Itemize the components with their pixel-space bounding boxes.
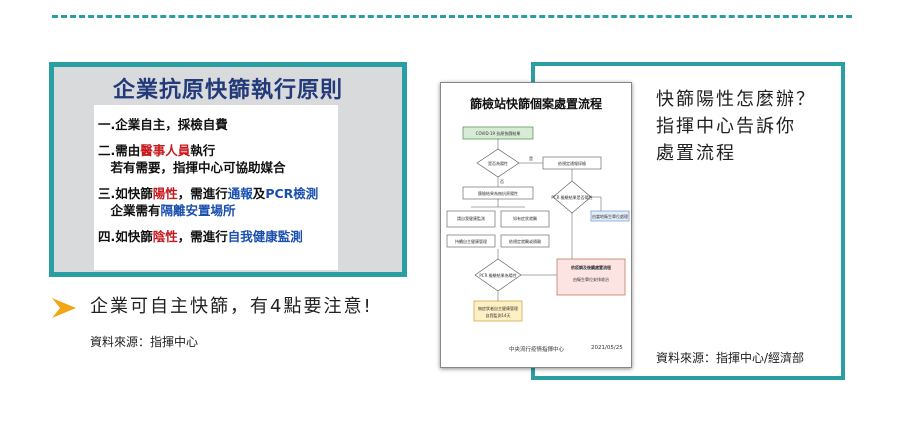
guideline-rule-text: 陽性 (152, 186, 178, 201)
guideline-rule: 三.如快篩陽性，需進行通報及PCR檢測 (98, 183, 318, 202)
flow-q1-label: 是否為陽性 (488, 160, 508, 166)
flowchart-document: 篩檢站快篩個案處置流程 COVID-19 抗原快篩結果 是否為陽性 是 依規定通… (440, 82, 632, 368)
flow-side-box (590, 210, 630, 222)
flowchart-title: 篩檢站快篩個案處置流程 (469, 97, 602, 111)
flow-side-label: 由當地衛生單位處理 (592, 213, 628, 219)
flow-neg1-label: 篩檢結果為無抗原陽性 (478, 190, 518, 196)
guideline-rule-text: ，需進行 (177, 229, 228, 244)
guideline-rule-text: 二.需由 (98, 143, 141, 158)
chevron-right-icon (52, 298, 76, 318)
flow-left-d-label: 依規定就醫或隔離 (509, 238, 541, 244)
flowchart-diagram: COVID-19 抗原快篩結果 是否為陽性 是 依規定通報採檢 否 篩檢結果為無… (446, 126, 630, 322)
flow-bottom-box (473, 300, 523, 322)
flow-left-a-label: 請自我健康監測 (457, 215, 485, 221)
guideline-rule-text: 通報 (227, 186, 253, 201)
guideline-rule-text: 及 (252, 186, 266, 201)
left-source: 資料來源：指揮中心 (90, 335, 199, 349)
guideline-rule-text: 若有需要，指揮中心可協助媒合 (98, 160, 286, 175)
right-source: 資料來源：指揮中心/經濟部 (656, 351, 805, 365)
flow-q3-label: PCR 檢驗結果為陽性 (479, 272, 516, 278)
guideline-rule-text: 隔離安置場所 (160, 203, 236, 218)
guideline-rule: 二.需由醫事人員執行 (98, 140, 215, 159)
flow-left-c-box (446, 234, 496, 248)
flow-left-c-label: 持續自主健康管理 (455, 238, 487, 244)
flow-left-b-label: 如有症狀就醫 (513, 215, 537, 221)
guideline-rule-text: PCR檢測 (265, 186, 319, 201)
guideline-caption: 企業可自主快篩，有4點要注意! (90, 296, 373, 317)
guideline-rule-text: 自我健康監測 (227, 229, 303, 244)
guideline-rule-text: ，需進行 (177, 186, 228, 201)
flow-left-d-box (500, 234, 550, 248)
flow-left-b-box (500, 210, 550, 228)
guideline-rule: 一.企業自主，採檢自費 (98, 114, 228, 133)
guideline-rule-text: 企業需有 (98, 203, 161, 218)
guideline-rule-text: 四.如快篩 (98, 229, 153, 244)
flow-q2-label: PCR 檢驗結果是否陽性 (551, 194, 592, 200)
flow-bottom-note: 自我監測14天 (485, 312, 510, 318)
guideline-rule: 四.如快篩陰性，需進行自我健康監測 (98, 226, 303, 245)
flowchart-date: 2021/05/25 (591, 345, 623, 351)
flow-bottom-label: 無症狀者自主健康管理 (478, 305, 518, 311)
guideline-rule-text: 醫事人員 (140, 143, 191, 158)
flow-result-label: 依疫調及後續處置流程 (571, 264, 611, 270)
guideline-list: 一.企業自主，採檢自費二.需由醫事人員執行 若有需要，指揮中心可協助媒合三.如快… (94, 105, 338, 270)
guideline-rule: 若有需要，指揮中心可協助媒合 (98, 157, 286, 176)
flowchart-org: 中央流行疫情指揮中心 (509, 347, 565, 353)
flow-result-note: 由衛生單位安排收治 (573, 276, 609, 282)
flow-start-label: COVID-19 抗原快篩結果 (476, 130, 521, 136)
flow-yes-label: 是 (529, 155, 533, 161)
guideline-title: 企業抗原快篩執行原則 (112, 78, 343, 103)
flowchart-headline: 快篩陽性怎麼辦？ 指揮中心告訴你 處置流程 (656, 89, 816, 164)
flow-pos1-label: 依規定通報採檢 (558, 160, 586, 166)
flow-no-label: 否 (500, 179, 504, 184)
dashed-divider (52, 15, 852, 18)
guideline-rule-text: 一.企業自主，採檢自費 (98, 117, 228, 132)
guideline-card: 企業抗原快篩執行原則 一.企業自主，採檢自費二.需由醫事人員執行 若有需要，指揮… (49, 62, 407, 277)
flow-left-a-box (446, 210, 496, 228)
flow-result-box (556, 258, 626, 296)
guideline-rule-text: 執行 (190, 143, 216, 158)
guideline-rule: 企業需有隔離安置場所 (98, 200, 236, 219)
guideline-rule-text: 陰性 (152, 229, 178, 244)
guideline-rule-text: 三.如快篩 (98, 186, 153, 201)
